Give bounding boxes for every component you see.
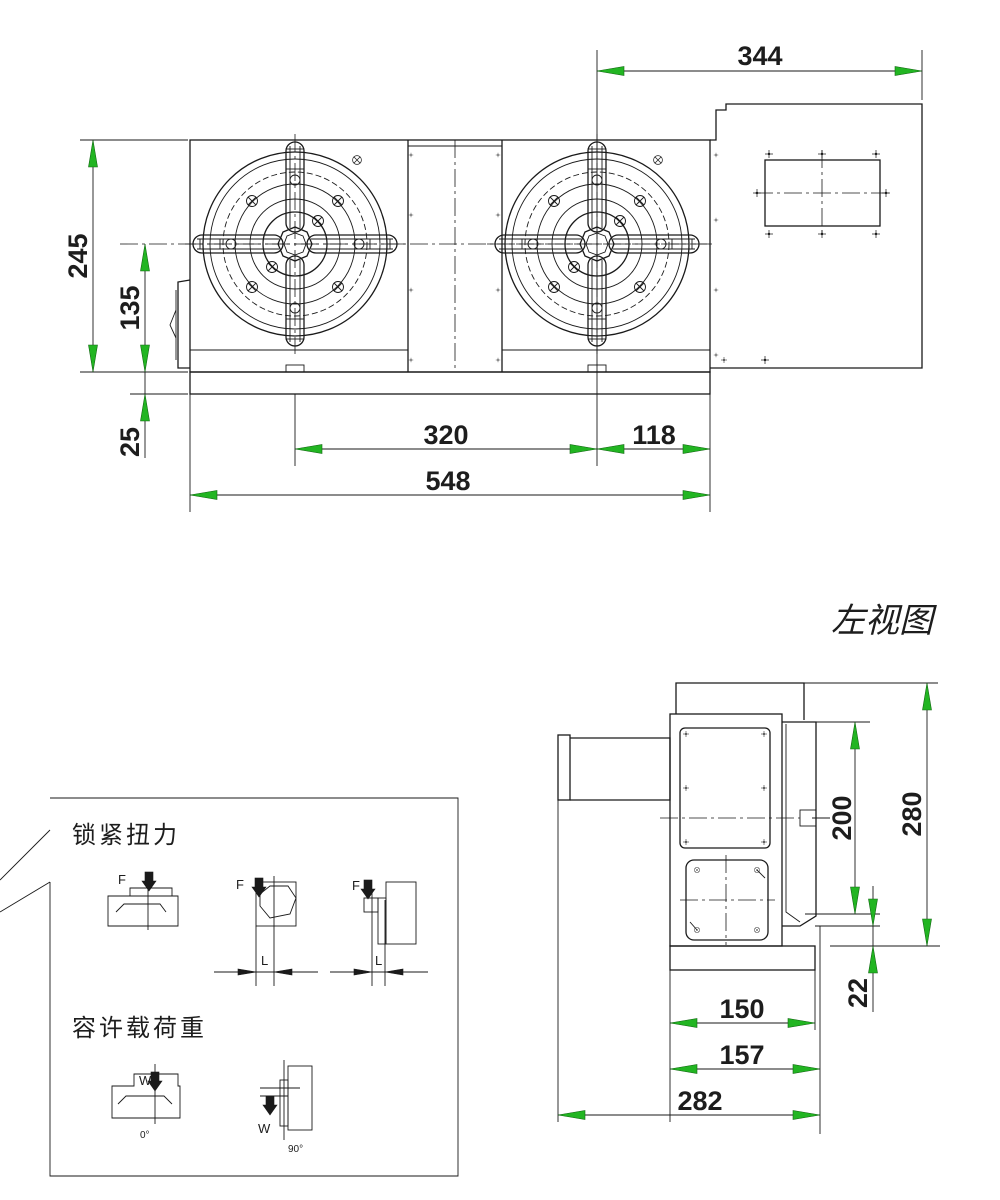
torque-icon-side: F L: [330, 878, 428, 986]
weight-label-1: W: [139, 1073, 152, 1088]
dim-150: 150: [719, 994, 764, 1024]
torque-icon-top: F: [107, 871, 179, 930]
side-view-title: 左视图: [831, 601, 937, 641]
dim-320: 320: [423, 420, 468, 450]
dim-25: 25: [115, 427, 145, 457]
dim-282: 282: [677, 1086, 722, 1116]
legend-panel: 锁紧扭力 F F L: [0, 797, 459, 1177]
angle-0-label: 0°: [140, 1130, 150, 1141]
dim-245: 245: [63, 233, 93, 278]
front-view: 344 245 135 25 320 118 548: [63, 41, 923, 512]
clamp-torque-title: 锁紧扭力: [72, 821, 180, 849]
allowable-load-title: 容许载荷重: [72, 1014, 207, 1042]
base-plate: [189, 371, 711, 395]
force-label-2: F: [236, 877, 244, 892]
dim-200: 200: [827, 795, 857, 840]
dim-22: 22: [843, 978, 873, 1008]
length-label-1: L: [261, 953, 268, 968]
force-label-1: F: [118, 872, 126, 887]
dim-157: 157: [719, 1040, 764, 1070]
force-label-3: F: [352, 878, 360, 893]
dim-344: 344: [737, 41, 782, 71]
side-view: 200 280 22 150 157 282: [557, 682, 940, 1134]
weight-label-2: W: [258, 1121, 271, 1136]
length-label-2: L: [375, 953, 382, 968]
torque-icon-face: F L: [214, 876, 318, 986]
angle-90-label: 90°: [288, 1144, 303, 1155]
dim-118: 118: [632, 420, 676, 450]
side-body: [669, 713, 783, 947]
housing-outline: [189, 139, 711, 373]
motor-housing: [710, 103, 923, 369]
load-icon-0deg: W 0°: [111, 1064, 181, 1141]
dim-548: 548: [425, 466, 470, 496]
dim-135: 135: [115, 285, 145, 330]
dim-280: 280: [897, 791, 927, 836]
load-icon-90deg: W 90°: [258, 1060, 313, 1155]
